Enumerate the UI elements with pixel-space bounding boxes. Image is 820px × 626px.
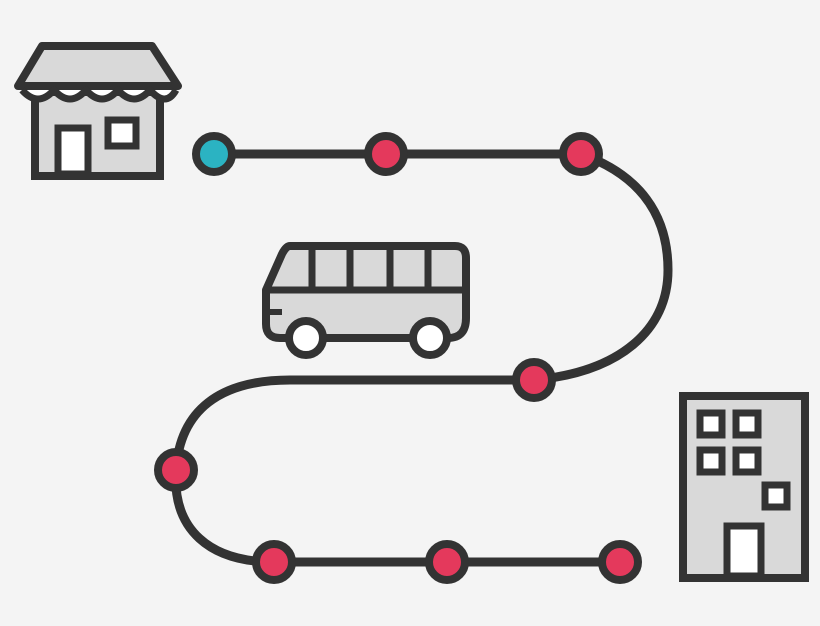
building-window	[732, 409, 762, 439]
building-window	[732, 446, 762, 476]
store-awning	[14, 42, 182, 90]
route-stop	[512, 358, 556, 402]
store-body	[31, 88, 164, 180]
route-stops	[154, 132, 642, 584]
route-stop	[364, 132, 408, 176]
office-building-icon	[679, 392, 809, 582]
bus-wheel	[409, 317, 451, 359]
bus-wheel	[285, 317, 327, 359]
building-window	[696, 409, 726, 439]
store-icon	[14, 42, 182, 180]
store-awning-scallops	[19, 86, 180, 103]
route-stop	[252, 540, 296, 584]
route-stop	[154, 448, 198, 492]
building-window	[761, 481, 791, 511]
building-window	[696, 446, 726, 476]
route-stop	[598, 540, 642, 584]
bus-icon	[262, 242, 470, 359]
store-door	[54, 124, 92, 178]
building-door	[723, 522, 765, 580]
store-window	[104, 116, 140, 150]
route-stop-start	[192, 132, 236, 176]
route-path	[171, 149, 673, 567]
route-stop	[559, 132, 603, 176]
route-stop	[425, 540, 469, 584]
